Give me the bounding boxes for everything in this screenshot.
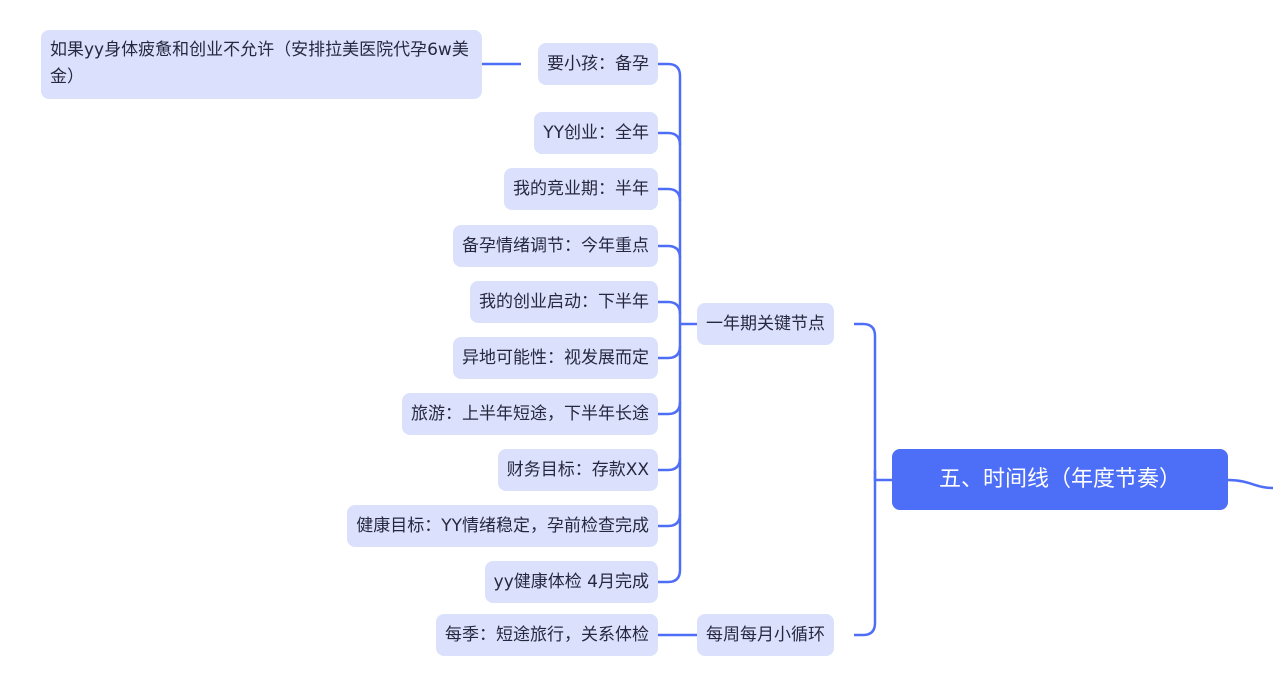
subtopic-node[interactable]: 如果yy身体疲惫和创业不允许（安排拉美医院代孕6w美金） xyxy=(41,30,482,99)
branch-node-cycle[interactable]: 每周每月小循环 xyxy=(697,614,834,656)
topic-node[interactable]: 每季：短途旅行，关系体检 xyxy=(436,614,658,656)
topic-node[interactable]: 要小孩：备孕 xyxy=(538,43,658,85)
root-node[interactable]: 五、时间线（年度节奏） xyxy=(892,449,1228,510)
topic-node[interactable]: 我的创业启动：下半年 xyxy=(470,281,658,323)
topic-node[interactable]: 健康目标：YY情绪稳定，孕前检查完成 xyxy=(347,505,658,547)
branch-node-annual[interactable]: 一年期关键节点 xyxy=(697,303,834,345)
topic-node[interactable]: YY创业：全年 xyxy=(534,112,658,154)
topic-node[interactable]: 财务目标：存款XX xyxy=(497,449,658,491)
topic-node[interactable]: 异地可能性：视发展而定 xyxy=(453,337,658,379)
topic-node[interactable]: yy健康体检 4月完成 xyxy=(484,561,658,603)
topic-node[interactable]: 我的竞业期：半年 xyxy=(504,168,658,210)
topic-node[interactable]: 旅游：上半年短途，下半年长途 xyxy=(402,393,658,435)
topic-node[interactable]: 备孕情绪调节：今年重点 xyxy=(453,225,658,267)
